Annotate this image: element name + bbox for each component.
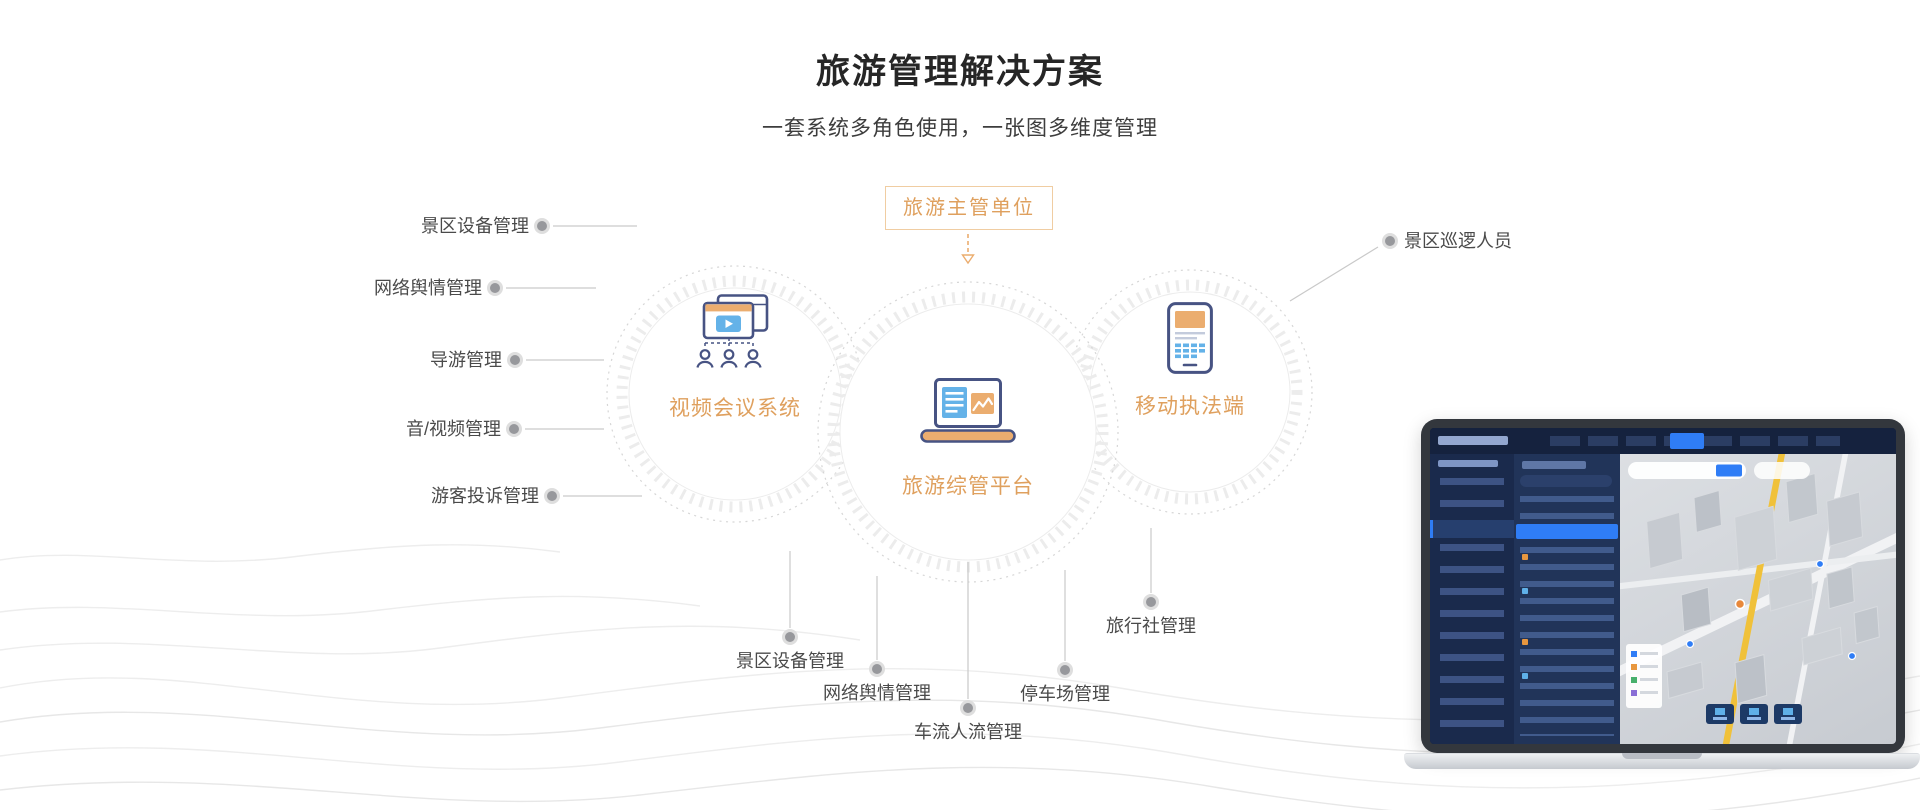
map-buildings — [1646, 472, 1880, 705]
connector-lines — [506, 225, 1379, 699]
dashboard-sidebar — [1430, 454, 1517, 744]
bottom-label-public-opinion-mgmt: 网络舆情管理 — [823, 683, 931, 703]
bottom-label-device-mgmt: 景区设备管理 — [736, 651, 844, 671]
map-toolbar-buttons — [1706, 704, 1802, 724]
dashboard-map — [1620, 454, 1896, 744]
panel-blue-marker — [1522, 673, 1528, 679]
dashboard-logo — [1438, 436, 1508, 445]
video-conference-icon — [691, 294, 779, 380]
dashboard-sidebar-active-item — [1430, 520, 1517, 538]
node-label-tourism-platform: 旅游综管平台 — [902, 475, 1034, 498]
page-title: 旅游管理解决方案 — [816, 53, 1104, 91]
connector-dots — [487, 218, 1398, 716]
bottom-label-traffic-flow-mgmt: 车流人流管理 — [914, 722, 1022, 742]
ring-mobile-enforcement — [1067, 269, 1313, 515]
authority-box: 旅游主管单位 — [885, 186, 1053, 230]
left-label-device-mgmt: 景区设备管理 — [421, 216, 529, 236]
panel-orange-marker — [1522, 639, 1528, 645]
mobile-device-icon — [1167, 302, 1213, 374]
left-label-av-mgmt: 音/视频管理 — [405, 419, 501, 439]
top-box-arrow — [961, 234, 975, 265]
dashboard-topbar — [1430, 428, 1896, 454]
right-label-patrol-staff: 景区巡逻人员 — [1404, 231, 1512, 251]
panel-blue-marker — [1522, 588, 1528, 594]
dashboard-sidebar-menu — [1440, 478, 1504, 728]
dashboard-panel-search — [1520, 475, 1612, 487]
laptop-dashboard-icon — [920, 378, 1016, 444]
page-subtitle: 一套系统多角色使用，一张图多维度管理 — [762, 117, 1158, 140]
bottom-label-parking-mgmt: 停车场管理 — [1020, 684, 1110, 704]
dashboard-panel-active-row — [1516, 524, 1618, 539]
dashboard-list-panel — [1514, 454, 1620, 744]
map-search-pill — [1628, 462, 1810, 479]
left-label-complaint-mgmt: 游客投诉管理 — [431, 486, 539, 506]
laptop-base-notch — [1622, 753, 1702, 759]
left-label-guide-mgmt: 导游管理 — [430, 350, 502, 370]
node-label-mobile-enforcement: 移动执法端 — [1135, 395, 1245, 418]
map-markers — [1685, 559, 1857, 661]
dashboard-sidebar-title — [1438, 460, 1498, 467]
map-legend-panel — [1626, 644, 1662, 708]
panel-orange-marker — [1522, 554, 1528, 560]
left-label-public-opinion-mgmt: 网络舆情管理 — [374, 278, 482, 298]
dashboard-panel-title — [1522, 461, 1586, 469]
laptop-screen — [1430, 428, 1896, 744]
bottom-label-travel-agency-mgmt: 旅行社管理 — [1106, 616, 1196, 636]
node-label-video-conference: 视频会议系统 — [669, 397, 801, 420]
dashboard-nav-active-tab — [1670, 433, 1704, 449]
